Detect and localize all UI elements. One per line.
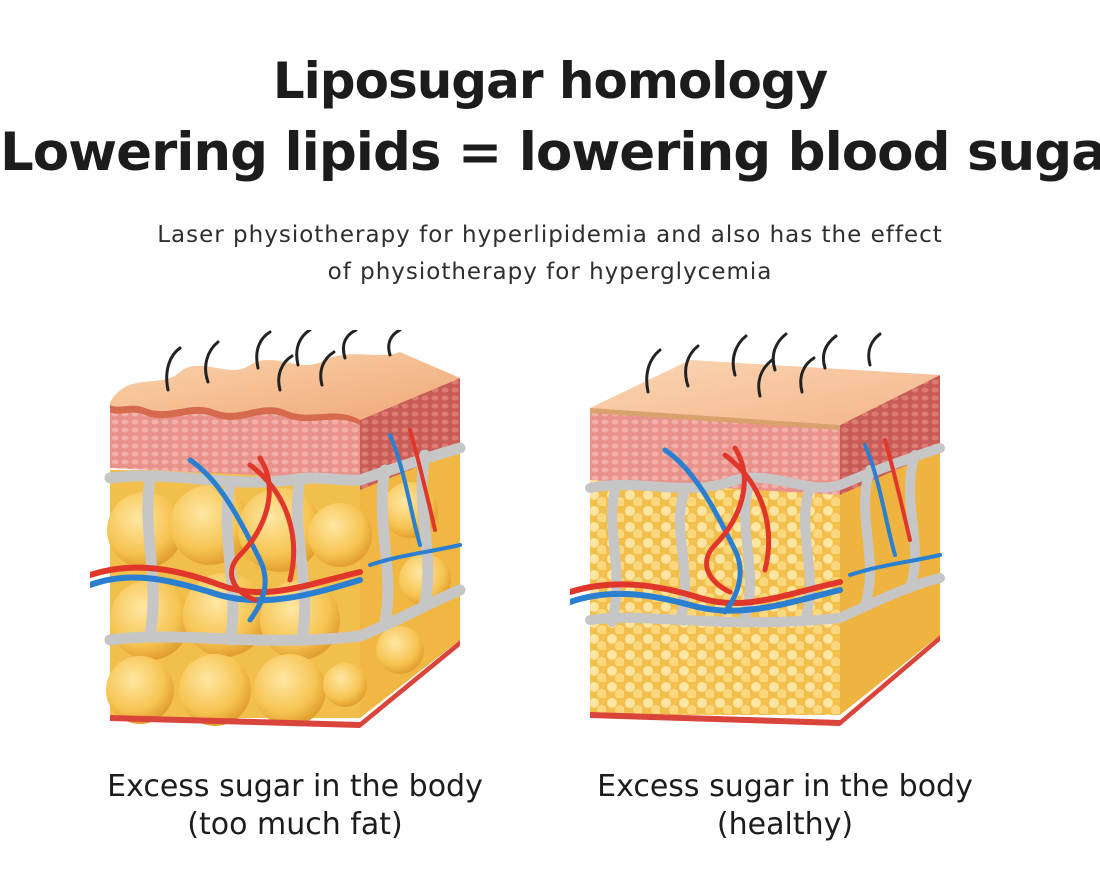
skin-cube-healthy [570,332,945,726]
caption-line-1: Excess sugar in the body [597,769,973,804]
blood-vessels [570,438,942,615]
caption-line-1: Excess sugar in the body [107,769,483,804]
dermis-layer [590,408,840,495]
subtitle-line-2: of physiotherapy for hyperglycemia [327,259,773,285]
caption-line-2: (healthy) [716,807,854,842]
caption-healthy: Excess sugar in the body (healthy) [540,768,1030,844]
caption-too-much-fat: Excess sugar in the body (too much fat) [60,768,530,844]
bottom-edge [110,640,460,728]
blood-vessels [90,428,462,623]
hairs [645,332,882,398]
cube-side-face [840,375,940,715]
skin-cube-too-much-fat [90,330,466,728]
caption-line-2: (too much fat) [187,807,403,842]
title-line-1: Liposugar homology [272,52,828,110]
connective-septa [104,442,466,646]
subtitle-line-1: Laser physiotherapy for hyperlipidemia a… [157,222,943,248]
hairs [165,330,402,392]
title-line-2: Lowering lipids = lowering blood sugar [0,122,1100,183]
dermis-layer [110,405,360,480]
epidermis-top [110,352,460,420]
bottom-edge [590,635,940,726]
epidermis-top [590,360,940,425]
